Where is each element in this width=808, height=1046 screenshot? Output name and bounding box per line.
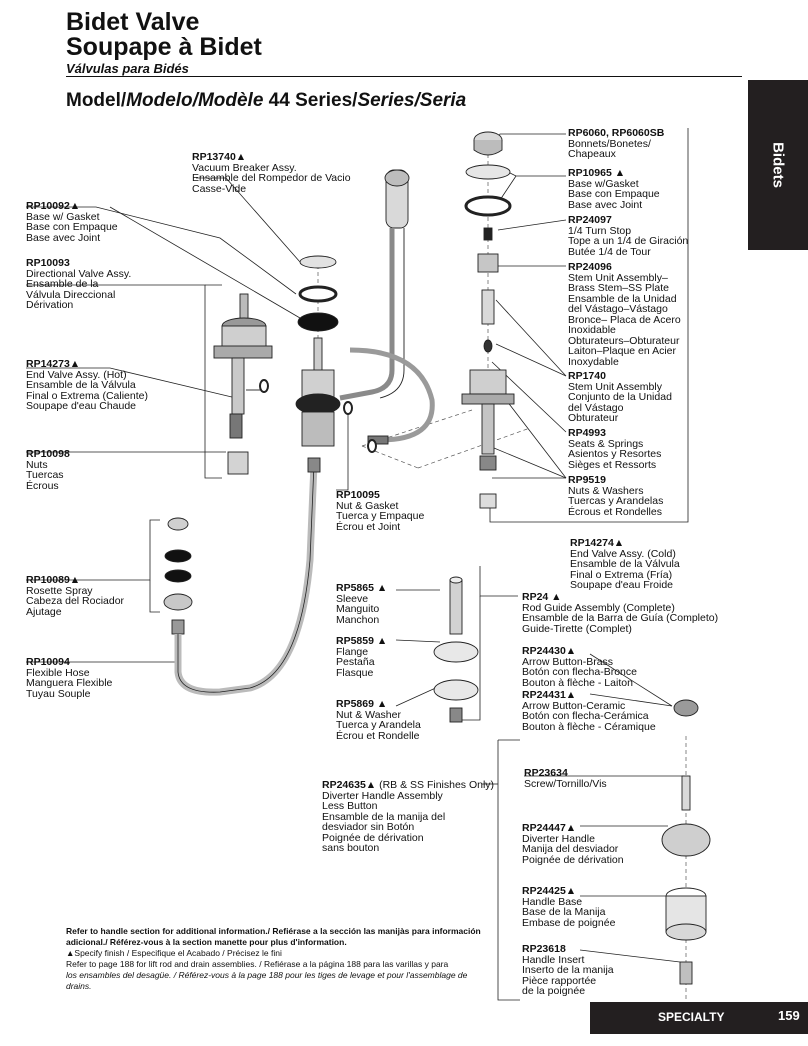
part-rp24425: RP24425▲ Handle Base Base de la Manija E… (522, 885, 616, 929)
part-rp24447: RP24447▲ Diverter Handle Manija del desv… (522, 822, 624, 866)
part-rp4993: RP4993 Seats & Springs Asientos y Resort… (568, 427, 662, 471)
part-rp10095: RP10095 Nut & Gasket Tuerca y Empaque Éc… (336, 489, 425, 533)
part-rp5865: RP5865 ▲ Sleeve Manguito Manchon (336, 582, 388, 626)
title-line-1: Bidet Valve (66, 8, 200, 36)
part-rp10098: RP10098 Nuts Tuercas Écrous (26, 448, 70, 492)
rosette-spray-art (163, 463, 318, 696)
part-rp24635: RP24635▲ (RB & SS Finishes Only) Diverte… (322, 779, 495, 854)
part-rp10089: RP10089▲ Rosette Spray Cabeza del Rociad… (26, 574, 125, 618)
model-number: 44 Series/ (263, 90, 358, 111)
note-finish: ▲Specify finish / Especifique el Acabado… (66, 948, 282, 958)
series-es: Series/ (357, 90, 420, 111)
part-rp24431: RP24431▲ Arrow Button-Ceramic Botón con … (522, 689, 656, 733)
series-fr: Seria (419, 90, 467, 111)
part-rp9519: RP9519 Nuts & Washers Tuercas y Arandela… (568, 474, 664, 518)
part-rp24096: RP24096 Stem Unit Assembly– Brass Stem–S… (568, 261, 681, 368)
part-rp5859: RP5859 ▲ Flange Pestaña Flasque (336, 635, 388, 679)
vacuum-breaker-art (339, 169, 435, 445)
page-title: Bidet Valve Soupape à Bidet (66, 10, 262, 60)
note-lift-rod-2: los ensambles del desagüe. / Référez-vou… (66, 970, 468, 991)
part-rp13740: RP13740▲ Vacuum Breaker Assy. Ensamble d… (192, 151, 351, 195)
part-rp24430: RP24430▲ Arrow Button-Brass Botón con fl… (522, 645, 637, 689)
footer-section-label: SPECIALTY (658, 1010, 725, 1024)
part-rp5869: RP5869 ▲ Nut & Washer Tuerca y Arandela … (336, 698, 421, 742)
part-rp14273: RP14273▲ End Valve Assy. (Hot) Ensamble … (26, 358, 148, 412)
note-handle-ref-1: Refer to handle section for additional i… (66, 926, 481, 936)
section-tab (748, 80, 808, 250)
part-rp23618: RP23618 Handle Insert Inserto de la mani… (522, 943, 614, 997)
rod-guide-art (433, 576, 479, 723)
page-number: 159 (778, 1008, 800, 1023)
footer-bar (590, 1002, 808, 1034)
diverter-handle-art (661, 699, 711, 985)
part-rp14274: RP14274▲ End Valve Assy. (Cold) Ensamble… (570, 537, 680, 591)
part-rp10092: RP10092▲ Base w/ Gasket Base con Empaque… (26, 200, 118, 244)
cold-end-valve-art (461, 131, 515, 509)
part-rp6060: RP6060, RP6060SB Bonnets/Bonetes/ Chapea… (568, 127, 665, 160)
title-line-2: Soupape à Bidet (66, 33, 262, 61)
hot-end-valve-art (213, 293, 273, 475)
part-rp24: RP24 ▲ Rod Guide Assembly (Complete) Ens… (522, 591, 719, 635)
part-rp10965: RP10965 ▲ Base w/Gasket Base con Empaque… (568, 167, 660, 211)
part-rp1740: RP1740 Stem Unit Assembly Conjunto de la… (568, 370, 672, 424)
part-rp24097: RP24097 1/4 Turn Stop Tope a un 1/4 de G… (568, 214, 689, 258)
model-fr: Modèle (197, 90, 264, 111)
model-heading: Model/Modelo/Modèle 44 Series/Series/Ser… (66, 90, 466, 112)
note-handle-ref-2: adicional./ Référez-vous à la section ma… (66, 937, 347, 947)
part-rp10094: RP10094 Flexible Hose Manguera Flexible … (26, 656, 113, 700)
model-prefix: Model/ (66, 90, 127, 111)
leader-lines (26, 128, 689, 1001)
page-subtitle: Válvulas para Bidés (66, 61, 189, 76)
model-es: Modelo/ (126, 90, 198, 111)
title-divider (66, 76, 742, 77)
part-rp23634: RP23634 Screw/Tornillo/Vis (524, 767, 607, 790)
footnotes: Refer to handle section for additional i… (66, 926, 486, 992)
part-rp10093: RP10093 Directional Valve Assy. Ensamble… (26, 257, 132, 311)
note-lift-rod-1: Refer to page 188 for lift rod and drain… (66, 959, 449, 969)
directional-valve-art (259, 255, 377, 473)
